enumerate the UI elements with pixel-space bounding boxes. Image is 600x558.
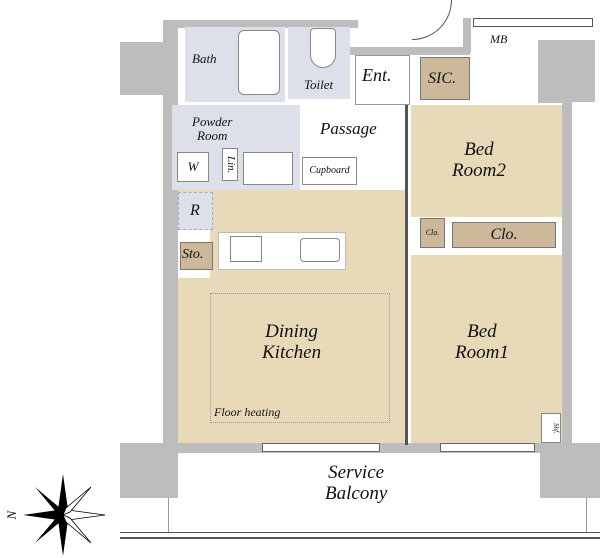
entrance [355,55,410,105]
toilet-label: Toilet [304,77,334,92]
powder-room-label-line2: Room [197,128,228,144]
washer: W [177,152,209,182]
compass-north-label: N [4,510,20,520]
bedroom2-label-line1: Bed [464,139,494,160]
sic-label: SIC. [428,70,456,87]
window-bedroom1 [440,443,535,452]
bedroom1-label-line2: Room1 [455,341,509,363]
wall-left-block [120,42,170,95]
wash-basin [243,152,293,185]
cupboard-label: Cupboard [309,165,350,176]
toilet-bowl [310,28,336,68]
balcony-side-left [168,498,169,532]
entrance-label: Ent. [362,65,392,85]
kitchen-sink [300,238,340,262]
bedroom2-label: Bed Room2 [452,139,506,182]
washer-label: W [187,159,199,174]
bedroom2 [411,105,562,217]
bedroom1-label: Bed Room1 [455,321,509,364]
compass-rose-icon [23,474,106,556]
wall-bottom-left-block [120,443,178,498]
balcony-rail [120,532,600,533]
wall-right [562,95,572,450]
balcony-side-right [586,498,587,532]
closet-label: Clo. [490,226,518,243]
stove [230,236,262,262]
mb-label: MB [490,32,508,46]
floor-heating-label: Floor heating [214,405,281,419]
balcony-label-line2: Balcony [325,482,388,504]
dining-kitchen-label-line1: Dining [265,321,318,342]
window-dining [262,443,380,452]
closet-small: Clo. [420,218,445,248]
balcony-label: Service Balcony [325,462,388,505]
cupboard: Cupboard [302,157,357,185]
wall-left [163,20,178,450]
linen-shelf: Lin. [222,148,238,181]
dining-kitchen-label-line2: Kitchen [262,341,322,363]
entrance-door-swing [412,0,452,40]
storage [180,242,213,270]
bath-label: Bath [192,51,217,66]
shelf: Shf. [541,413,561,443]
wall-right-block [538,40,595,102]
dining-kitchen-label: Dining Kitchen [262,321,322,364]
powder-room-label: Powder Room [192,114,233,144]
wall-bedroom2-notch [538,95,566,103]
storage-label: Sto. [182,247,204,262]
wall-mb-left [463,18,471,53]
dining-kitchen [178,278,406,443]
floor-heating-area [210,293,390,423]
wall-bottom-right-block [540,443,600,498]
shelf-label: Shf. [552,422,560,434]
sic-closet [420,57,470,100]
bathtub [238,30,280,95]
linen-label: Lin. [225,155,237,174]
bedroom2-label-line2: Room2 [452,159,506,181]
powder-room-label-line1: Powder [192,114,233,129]
closet: Clo. [452,222,556,248]
balcony-rail-outer [120,537,600,539]
balcony-label-line1: Service [328,462,385,483]
refrigerator-label: R [190,202,200,219]
wall-top [163,20,358,28]
wall-mb-top [473,18,593,27]
closet-small-label: Clo. [425,228,440,237]
passage-label: Passage [320,119,377,138]
wall-top-ent [350,47,470,55]
partition-wall [405,105,408,445]
refrigerator-space [178,192,213,230]
bedroom1 [411,255,562,443]
bedroom1-label-line1: Bed [467,321,497,342]
